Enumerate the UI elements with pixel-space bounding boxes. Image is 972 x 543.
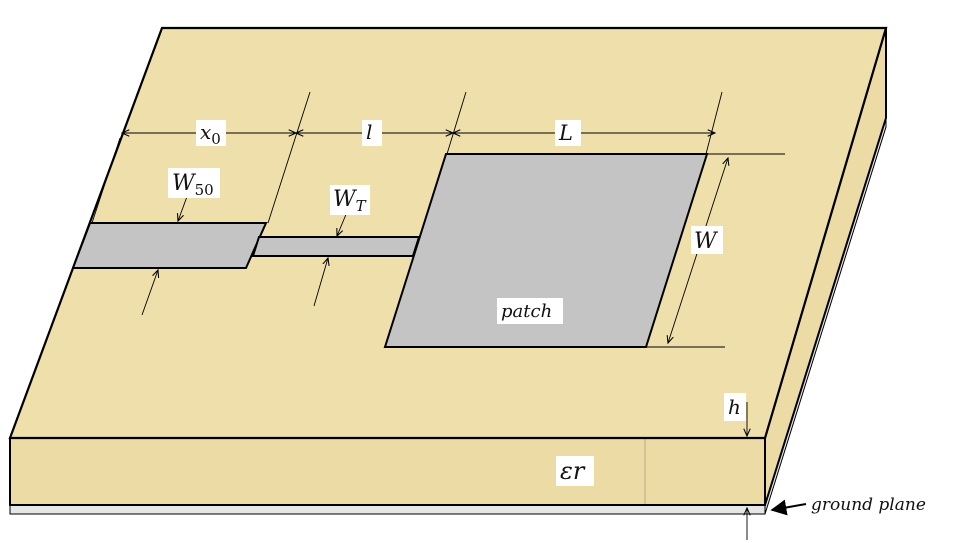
ext-line-feed-start (91, 137, 121, 224)
label-bg-er (556, 456, 594, 486)
ext-line-patch-start (446, 91, 467, 155)
label-bg-x0 (196, 120, 226, 146)
dim-arrow-WT-bottom (313, 258, 328, 307)
ground-plane-pointer (770, 499, 807, 516)
substrate-front-face (9, 437, 766, 506)
dim-arrow-W50-bottom (141, 270, 158, 316)
ext-line-patch-end (705, 91, 723, 155)
label-bg-l (362, 120, 382, 146)
label-bg-W (691, 226, 723, 254)
label-W: W (694, 229, 719, 254)
label-patch: patch (501, 301, 552, 322)
feed-line-50 (71, 222, 268, 269)
ext-line-feed-end (267, 91, 311, 224)
label-l: l (366, 120, 372, 144)
label-bg-W50 (168, 168, 220, 198)
transformer-line (251, 236, 421, 257)
label-bg-patch (497, 298, 563, 324)
label-bg-L (555, 120, 581, 146)
label-er: εr (560, 457, 586, 485)
label-h: h (728, 395, 741, 419)
label-W50: W50 (172, 171, 214, 199)
label-bg-WT (330, 185, 370, 215)
label-L: L (558, 121, 573, 145)
label-bg-h (724, 393, 746, 421)
label-x0: x0 (200, 120, 221, 148)
ground-plane-layer (9, 504, 766, 515)
dim-arrow-WT-top (337, 211, 348, 236)
label-ground-plane: ground plane (811, 495, 926, 515)
label-WT: WT (333, 187, 367, 215)
